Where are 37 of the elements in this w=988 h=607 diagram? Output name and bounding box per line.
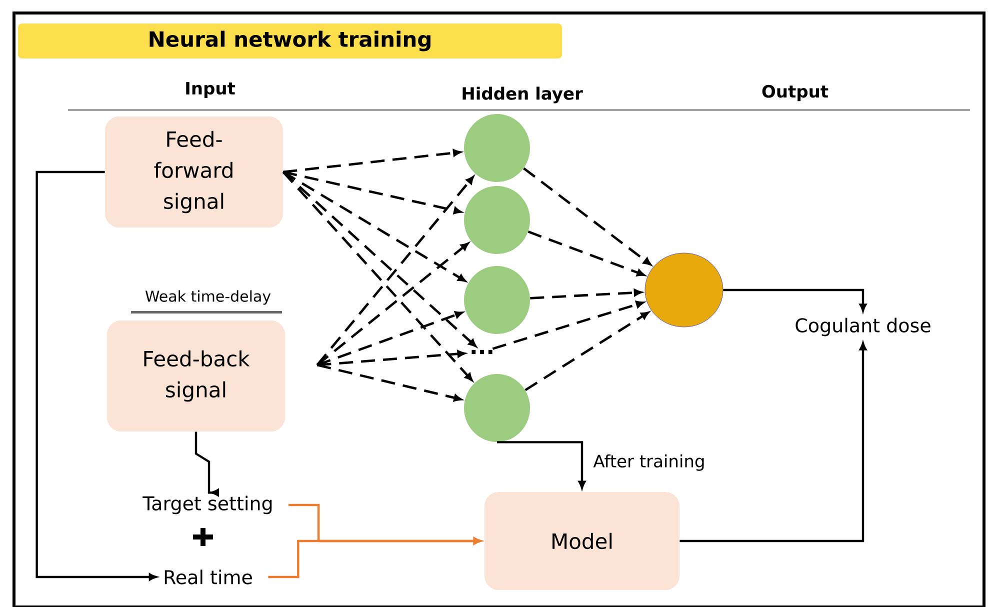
- arrow: [680, 342, 867, 542]
- arrow: [36, 170, 157, 581]
- hidden-node: [464, 186, 530, 254]
- signal-box: Feed-forward signal: [105, 116, 283, 228]
- arrow: [316, 311, 463, 366]
- arrow: [523, 167, 652, 266]
- arrow: [492, 300, 644, 350]
- ellipsis-text: ...: [472, 350, 492, 354]
- arrow: [317, 350, 466, 366]
- column-header: Output: [762, 84, 828, 102]
- column-header: Input: [186, 82, 236, 98]
- arrow: [282, 170, 466, 282]
- node-text: Cogulant dose: [796, 318, 930, 336]
- arrow: [528, 230, 645, 276]
- hidden-node: [464, 374, 530, 442]
- edge-label: After training: [591, 452, 708, 473]
- arrow: [316, 176, 474, 366]
- arrow: [194, 432, 219, 496]
- arrow: [268, 537, 482, 578]
- output-node: [644, 252, 724, 328]
- arrow: [524, 312, 649, 392]
- hidden-node: [464, 114, 530, 182]
- node-text: Real time: [164, 570, 252, 584]
- signal-box: Feed-back signal: [107, 320, 285, 432]
- hidden-node: [464, 266, 530, 334]
- arrow: [530, 289, 642, 300]
- arrow: [282, 171, 473, 381]
- node-text: Target setting: [142, 496, 272, 514]
- annotation-text: Weak time-delay: [145, 290, 271, 305]
- arrow: [282, 170, 462, 214]
- arrow: [282, 171, 476, 348]
- model-box: Model: [484, 492, 680, 590]
- arrow: [316, 242, 469, 366]
- arrow: [497, 441, 586, 489]
- arrow: [723, 288, 867, 312]
- title-band: Neural network training: [18, 24, 562, 58]
- arrow: [316, 364, 462, 402]
